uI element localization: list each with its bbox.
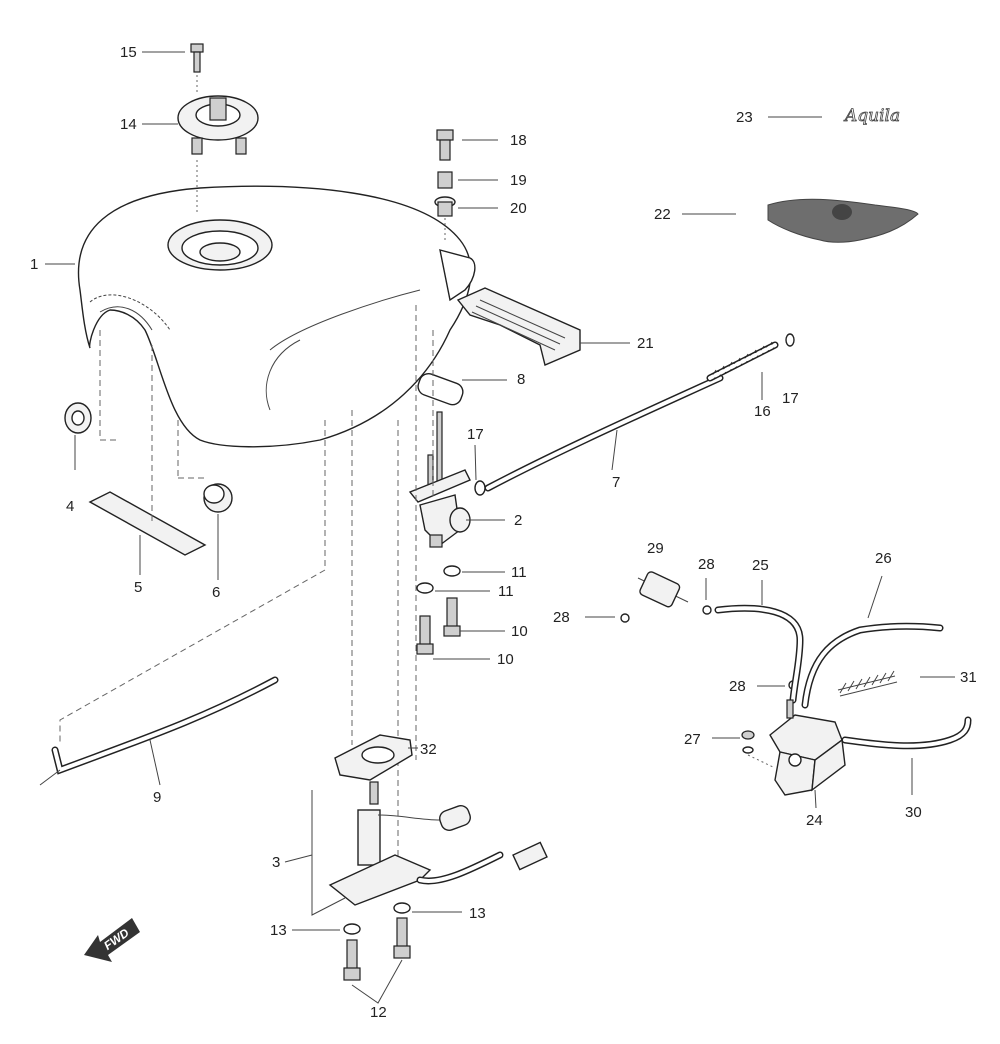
label-14: 14 (120, 116, 137, 133)
rubber-4 (64, 402, 92, 434)
label-7: 7 (612, 474, 620, 491)
pad-5 (88, 491, 207, 556)
label-28c: 28 (729, 678, 746, 695)
label-1: 1 (30, 256, 38, 273)
label-31: 31 (960, 669, 977, 686)
label-19: 19 (510, 172, 527, 189)
label-23: 23 (736, 109, 753, 126)
bolt-12b (393, 917, 411, 959)
clip-17a (474, 480, 486, 496)
label-8: 8 (517, 371, 525, 388)
bolt-10a (443, 597, 461, 637)
label-13a: 13 (270, 922, 287, 939)
label-2: 2 (514, 512, 522, 529)
rubber-block-21 (456, 287, 581, 366)
label-26: 26 (875, 550, 892, 567)
label-3: 3 (272, 854, 280, 871)
fuel-pump-unit-3 (328, 781, 548, 906)
fuel-tap (408, 411, 471, 548)
label-10a: 10 (511, 623, 528, 640)
label-16: 16 (754, 403, 771, 420)
bolt-12a (343, 939, 361, 981)
cap-6 (203, 483, 233, 513)
washer-11b (416, 582, 434, 594)
label-11a: 11 (511, 564, 527, 581)
aquila-logo: Aquila (843, 106, 900, 126)
clip-28a (620, 613, 630, 623)
emblem-22 (767, 198, 919, 243)
callout-labels: 1 2 3 4 5 6 7 8 9 10 10 11 11 12 13 13 1… (30, 44, 977, 1021)
pump-plate-32 (334, 734, 413, 781)
label-22: 22 (654, 206, 671, 223)
gasket-8 (417, 372, 464, 406)
fuel-tank (77, 185, 476, 448)
label-11b: 11 (498, 583, 514, 600)
label-9: 9 (153, 789, 161, 806)
hose-30 (841, 716, 972, 750)
breather-hose-9 (39, 676, 279, 786)
label-18: 18 (510, 132, 527, 149)
label-30: 30 (905, 804, 922, 821)
clip-28b (702, 605, 712, 615)
fuel-hose-7 (484, 341, 779, 492)
cap-screw (190, 43, 204, 73)
forward-arrow-icon (84, 918, 140, 962)
label-17a: 17 (467, 426, 484, 443)
fuel-hose-25 (714, 604, 804, 704)
label-17b: 17 (782, 390, 799, 407)
grommet-20 (434, 196, 456, 217)
label-21: 21 (637, 335, 654, 352)
bolt-18 (436, 129, 454, 161)
label-27: 27 (684, 731, 701, 748)
label-13b: 13 (469, 905, 486, 922)
label-10b: 10 (497, 651, 514, 668)
label-24: 24 (806, 812, 823, 829)
label-20: 20 (510, 200, 527, 217)
spacer-19 (437, 171, 453, 189)
clip-17b (785, 333, 795, 347)
washer-13b (393, 902, 411, 914)
washer-11a (443, 565, 461, 577)
filler-cap (177, 95, 259, 155)
label-28a: 28 (553, 609, 570, 626)
vacuum-hose-26 (801, 622, 944, 709)
fuel-filter-29 (637, 571, 689, 608)
label-29: 29 (647, 540, 664, 557)
label-4: 4 (66, 498, 74, 515)
fuel-pump-24 (769, 699, 846, 796)
label-28b: 28 (698, 556, 715, 573)
label-6: 6 (212, 584, 220, 601)
label-32: 32 (420, 741, 437, 758)
leader-lines (45, 51, 955, 1004)
label-15: 15 (120, 44, 137, 61)
bolt-10b (416, 615, 434, 655)
label-12: 12 (370, 1004, 387, 1021)
spring-31 (837, 670, 898, 697)
label-25: 25 (752, 557, 769, 574)
washer-13a (343, 923, 361, 935)
screw-27 (741, 730, 755, 754)
label-5: 5 (134, 579, 142, 596)
